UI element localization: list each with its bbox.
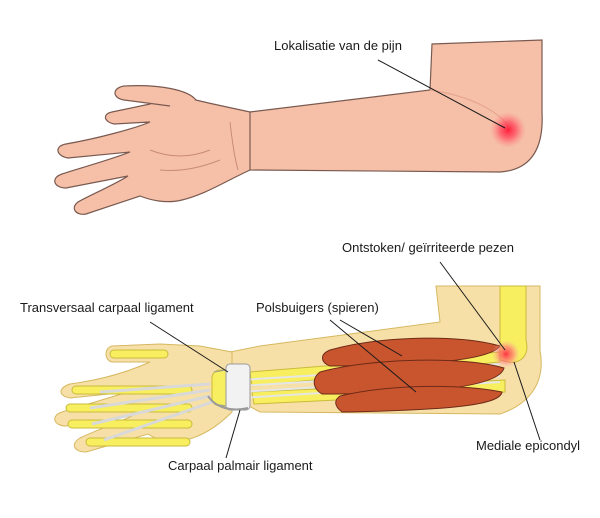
label-transverse-carpal-ligament: Transversaal carpaal ligament: [20, 300, 194, 315]
pain-spot-icon: [490, 112, 526, 148]
arm-skin: [229, 39, 543, 173]
wrist-flexor-muscle-3: [335, 385, 503, 413]
wrist-flexor-muscle-1: [322, 337, 501, 367]
wrist-flexor-muscle-2: [313, 359, 505, 395]
inflammation-spot-icon: [492, 340, 520, 368]
label-inflamed-tendons: Ontstoken/ geïrriteerde pezen: [342, 240, 514, 255]
transverse-carpal-ligament: [225, 363, 251, 411]
label-medial-epicondyle: Mediale epicondyl: [476, 438, 580, 453]
thumb: [114, 85, 197, 107]
external-arm: [54, 39, 543, 215]
palmar-carpal-ligament: [207, 395, 249, 411]
label-wrist-flexors: Polsbuigers (spieren): [256, 300, 379, 315]
label-pain-location: Lokalisatie van de pijn: [274, 38, 402, 53]
anatomy-arm: [54, 285, 542, 453]
hand-palm: [54, 97, 251, 215]
label-palmar-carpal-ligament: Carpaal palmair ligament: [168, 458, 313, 473]
